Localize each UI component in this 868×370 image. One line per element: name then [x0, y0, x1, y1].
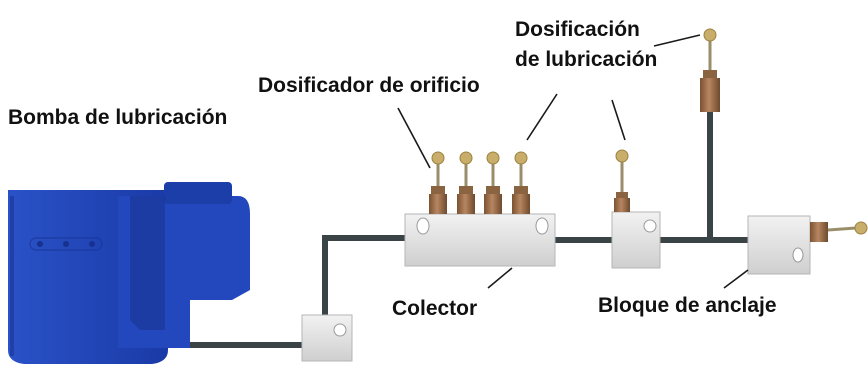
orifice-meter [484, 151, 502, 214]
orifice-meter [512, 151, 530, 214]
riser-metering-point [700, 28, 720, 112]
orifice-meter [429, 151, 447, 214]
label-orifice-meter: Dosificador de orificio [258, 74, 480, 97]
label-pump: Bomba de lubricación [8, 106, 227, 129]
tubing [187, 109, 751, 348]
leader-lines [397, 34, 749, 289]
lubrication-pump [8, 182, 250, 364]
elbow-block [301, 314, 353, 362]
label-lube-metering-line1: Dosificación [515, 18, 640, 41]
label-anchor-block: Bloque de anclaje [598, 294, 777, 317]
manifold-block [404, 213, 556, 267]
anchor-block [747, 215, 868, 275]
metering-block [611, 149, 661, 269]
label-manifold: Colector [392, 297, 477, 320]
label-lube-metering-line2: de lubricación [515, 48, 657, 71]
orifice-meter [457, 151, 475, 214]
orifice-meters [429, 151, 530, 214]
